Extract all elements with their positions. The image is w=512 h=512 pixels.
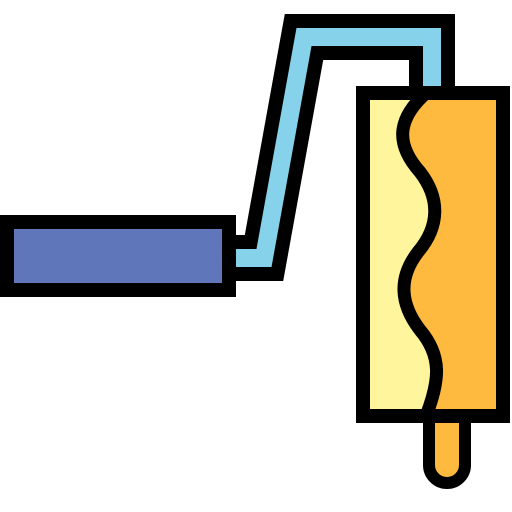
paint-wave-line [396,88,443,419]
handle-grip [0,215,236,297]
frame-arm-fill [226,28,441,267]
roller-cylinder [356,86,510,423]
roller-outline [356,86,510,423]
roller-frame-arm [226,14,455,281]
